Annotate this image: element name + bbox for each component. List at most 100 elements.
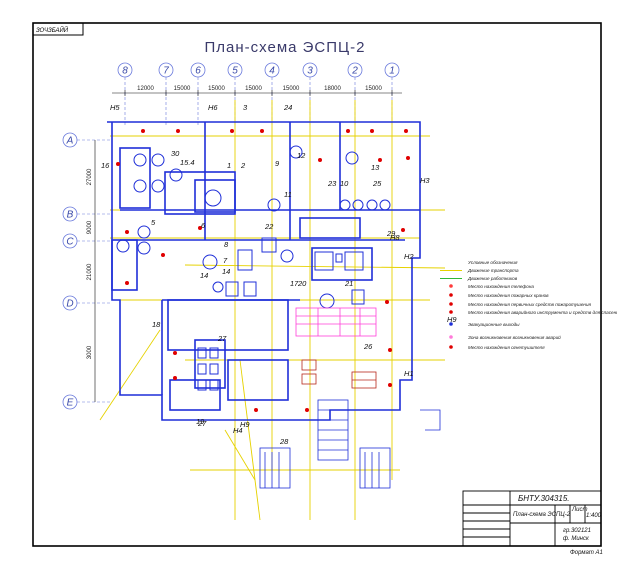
top-dimension-value: 12000	[137, 86, 154, 92]
extinguisher-marker	[406, 156, 410, 160]
stamp-text: ЗОЧЗБАЙЙ	[36, 26, 69, 34]
extinguisher-marker	[318, 158, 322, 162]
row-axis-bubble	[62, 132, 78, 148]
organization: ф. Минск	[563, 536, 590, 542]
extinguisher-marker	[388, 348, 392, 352]
row-axis-bubble	[62, 394, 78, 410]
top-dimension-value: 15000	[208, 86, 225, 92]
equipment-number: 26	[363, 342, 373, 351]
extinguisher-marker	[378, 158, 382, 162]
equipment-number: 22	[264, 222, 274, 231]
column-axis-label: 8	[122, 66, 128, 77]
crane-runway	[259, 399, 441, 489]
column-axis-bubble	[347, 62, 363, 78]
column-axis-label: 6	[195, 66, 201, 77]
column-axis-label: 5	[232, 66, 238, 77]
equipment-number: 3	[243, 103, 248, 112]
legend-exit-code: Н9	[447, 315, 457, 324]
equipment-number: 5	[151, 218, 156, 227]
extinguisher-marker	[385, 300, 389, 304]
equipment-number: 6	[201, 221, 206, 230]
legend-item-label: Место нахождения пожарных кранов	[468, 293, 549, 298]
row-axis-bubble	[62, 295, 78, 311]
legend-point-symbol	[449, 302, 453, 306]
exit-label: Н5	[110, 103, 120, 112]
legend-heading: Условные обозначения	[468, 260, 518, 265]
equipment-number: 21	[344, 279, 353, 288]
equipment-number: 19	[196, 417, 205, 426]
extinguisher-marker	[230, 129, 234, 133]
column-axis-label: 3	[307, 66, 313, 77]
exit-label: Н6	[208, 103, 218, 112]
column-axis-label: 4	[269, 66, 275, 77]
equipment-number: 7	[223, 256, 228, 265]
column-axis-bubble	[190, 62, 206, 78]
legend-item-label: Движение работников	[467, 276, 518, 281]
equipment-number: 30	[171, 149, 180, 158]
extinguisher-marker	[401, 228, 405, 232]
equipment-number: 12	[297, 151, 306, 160]
legend-item-label: Эвакуационные выходы	[468, 322, 520, 327]
column-axis-bubble	[384, 62, 400, 78]
left-dimension-value: 27000	[87, 168, 93, 185]
row-axis-label: E	[67, 398, 74, 409]
row-axis-bubble	[62, 233, 78, 249]
top-dimension-value: 15000	[174, 86, 191, 92]
doc-code: БНТУ.304315.	[518, 494, 570, 503]
group-code: гр.302121	[563, 528, 591, 534]
equipment-number: 13	[371, 163, 380, 172]
column-axis-bubble	[264, 62, 280, 78]
extinguisher-marker	[116, 162, 120, 166]
equipment-number: 20	[297, 279, 307, 288]
top-dimension-value: 18000	[324, 86, 341, 92]
top-dimensions: 12000 15000 15000 15000 15000 18000 15000	[124, 86, 393, 96]
legend-item-label: Зона возникновения возникновения аварий	[468, 334, 561, 340]
column-axis-bubble	[302, 62, 318, 78]
left-dimension-value: 21000	[87, 263, 93, 280]
equipment-number: 23	[327, 179, 337, 188]
top-dimension-value: 15000	[283, 86, 300, 92]
fire-extinguisher-markers	[116, 129, 410, 412]
accident-zone	[295, 307, 377, 337]
equipment-number: 18	[152, 320, 161, 329]
exit-label: Н3	[420, 176, 430, 185]
equipment-number: 15.4	[180, 158, 195, 167]
row-axis-label: C	[66, 237, 74, 248]
extinguisher-marker	[254, 408, 258, 412]
equipment-number: 9	[275, 159, 280, 168]
equipment-number: 28	[279, 437, 289, 446]
extinguisher-marker	[141, 129, 145, 133]
extinguisher-marker	[370, 129, 374, 133]
legend: Условные обозначения Движение транспорта…	[440, 260, 617, 350]
equipment-number: 27	[197, 419, 207, 428]
legend-point-symbol	[449, 335, 453, 339]
legend-item-label: Место нахождения аварийного инструмента …	[468, 309, 617, 315]
extinguisher-marker	[198, 226, 202, 230]
extinguisher-marker	[176, 129, 180, 133]
extinguisher-marker	[173, 376, 177, 380]
column-axis-label: 2	[351, 66, 358, 77]
storage-racks	[301, 359, 377, 389]
equipment-number: 2	[240, 161, 246, 170]
legend-item-label: Место нахождения огнетушителя	[468, 345, 545, 350]
exit-label: Н8	[390, 233, 400, 242]
legend-point-symbol	[449, 310, 453, 314]
sheet-label: Лист	[571, 507, 587, 513]
top-dimension-value: 15000	[245, 86, 262, 92]
equipment-number: 8	[224, 240, 229, 249]
equipment-number: 29	[386, 229, 396, 238]
column-axis-label: 7	[163, 66, 169, 77]
extinguisher-marker	[305, 408, 309, 412]
top-dimension-value: 15000	[365, 86, 382, 92]
paper-format: Формат А1	[570, 550, 603, 556]
exit-label: Н2	[404, 252, 414, 261]
row-axis-bubble	[62, 206, 78, 222]
equipment	[116, 145, 391, 391]
equipment-number: 25	[372, 179, 382, 188]
legend-item-label: Место нахождения первичных средств пожар…	[468, 302, 592, 307]
